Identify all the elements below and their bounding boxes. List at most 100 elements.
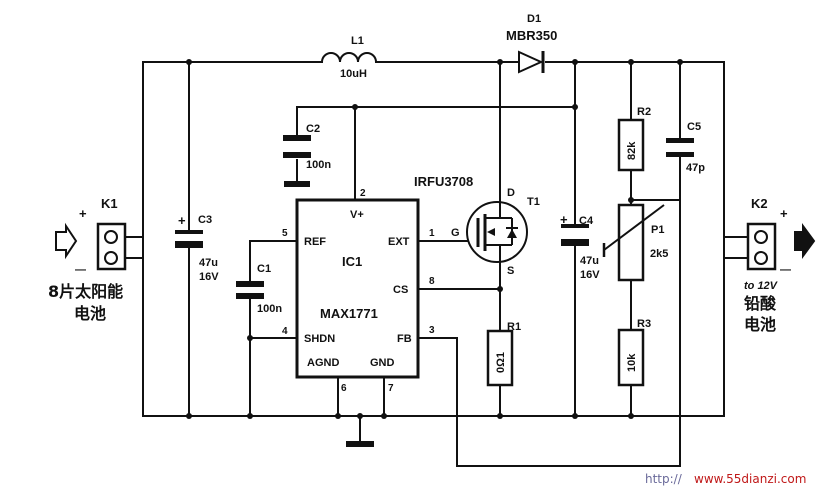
pin-agnd-label: AGND: [307, 357, 339, 369]
c1-value: 100n: [257, 303, 282, 315]
c3-value: 47u: [199, 257, 218, 269]
p1-label: P1: [651, 224, 664, 236]
junction-dot: [247, 335, 253, 341]
r2-label: R2: [637, 106, 651, 118]
l1-inductor: [321, 52, 377, 63]
junction-dot: [247, 413, 253, 419]
k1-connector: [96, 222, 127, 271]
l1-label: L1: [351, 35, 364, 47]
junction-dot: [381, 413, 387, 419]
junction-dot: [357, 413, 363, 419]
d1-value: MBR350: [506, 28, 557, 43]
r1-label: R1: [507, 321, 521, 333]
k1-label: K1: [101, 196, 118, 211]
r1-value: 0Ω1: [495, 352, 507, 373]
output-label-line3: 电池: [744, 315, 776, 334]
pin-ref-label: REF: [304, 236, 326, 248]
junction-dot: [352, 104, 358, 110]
watermark-site: www.55dianzi.com: [694, 472, 806, 486]
pin-7-number: 7: [388, 383, 394, 394]
junction-dot: [186, 413, 192, 419]
mosfet-source-label: S: [507, 265, 514, 277]
junction-dot: [628, 59, 634, 65]
junction-dot: [335, 413, 341, 419]
pin-fb-label: FB: [397, 333, 412, 345]
pin-2-number: 2: [360, 188, 366, 199]
k1-plus: +: [79, 206, 87, 221]
r3-resistor: [617, 328, 645, 387]
output-label-line2: 铅酸: [744, 294, 777, 313]
k1-minus: —: [75, 264, 86, 276]
pin-8-number: 8: [429, 276, 435, 287]
c2-capacitor: [283, 135, 311, 187]
pin-6-number: 6: [341, 383, 347, 394]
c5-label: C5: [687, 121, 701, 133]
mosfet-drain-label: D: [507, 187, 515, 199]
c4-capacitor: [561, 224, 589, 246]
c4-label: C4: [579, 215, 594, 227]
t1-part: IRFU3708: [414, 174, 473, 189]
r2-resistor: [617, 118, 645, 172]
c1-label: C1: [257, 263, 271, 275]
pin-cs-label: CS: [393, 284, 408, 296]
c4-voltage: 16V: [580, 269, 600, 281]
c3-label: C3: [198, 214, 212, 226]
junction-dot: [628, 413, 634, 419]
output-label-line1: to 12V: [744, 280, 779, 292]
r3-value: 10k: [626, 353, 638, 372]
c1-capacitor: [236, 281, 264, 299]
c3-plus: +: [178, 213, 186, 228]
junction-dot: [628, 197, 634, 203]
pin-vplus-label: V+: [350, 209, 364, 221]
c5-value: 47p: [686, 162, 705, 174]
k2-minus: —: [780, 264, 791, 276]
junction-dot: [677, 59, 683, 65]
ground-symbol: [346, 441, 374, 447]
t1-mosfet: [466, 201, 528, 263]
c3-voltage: 16V: [199, 271, 219, 283]
c2-value: 100n: [306, 159, 331, 171]
mosfet-gate-label: G: [451, 227, 460, 239]
input-arrow-icon: [55, 222, 78, 260]
pin-4-number: 4: [282, 326, 288, 337]
pin-shdn-label: SHDN: [304, 333, 335, 345]
k2-connector: [746, 222, 777, 271]
r1-resistor: [486, 329, 514, 387]
pin-1-number: 1: [429, 228, 435, 239]
input-label-line1: 8片太阳能: [48, 282, 123, 301]
c5-capacitor: [666, 138, 694, 157]
p1-value: 2k5: [650, 248, 668, 260]
c4-value: 47u: [580, 255, 599, 267]
ic1-label: IC1: [342, 254, 362, 269]
p1-potentiometer: [602, 203, 665, 282]
junction-dot: [572, 413, 578, 419]
c4-plus: +: [560, 212, 568, 227]
l1-value: 10uH: [340, 68, 367, 80]
pin-3-number: 3: [429, 325, 435, 336]
junction-dot: [186, 59, 192, 65]
ic1-part: MAX1771: [320, 306, 378, 321]
pin-gnd-label: GND: [370, 357, 395, 369]
ic1-body: [295, 198, 420, 379]
c3-capacitor: [175, 230, 203, 248]
junction-dot: [572, 59, 578, 65]
junction-dot: [497, 59, 503, 65]
output-arrow-icon: [794, 222, 816, 260]
pin-5-number: 5: [282, 228, 288, 239]
c2-label: C2: [306, 123, 320, 135]
junction-dot: [572, 104, 578, 110]
k2-plus: +: [780, 206, 788, 221]
d1-label: D1: [527, 13, 541, 25]
k2-label: K2: [751, 196, 768, 211]
d1-diode: [518, 50, 545, 74]
pin-ext-label: EXT: [388, 236, 410, 248]
watermark-prefix: http://: [645, 472, 683, 486]
input-label-line2: 电池: [74, 304, 106, 323]
r3-label: R3: [637, 318, 651, 330]
junction-dot: [497, 286, 503, 292]
r2-value: 82k: [626, 141, 638, 160]
junction-dot: [497, 413, 503, 419]
t1-label: T1: [527, 196, 540, 208]
